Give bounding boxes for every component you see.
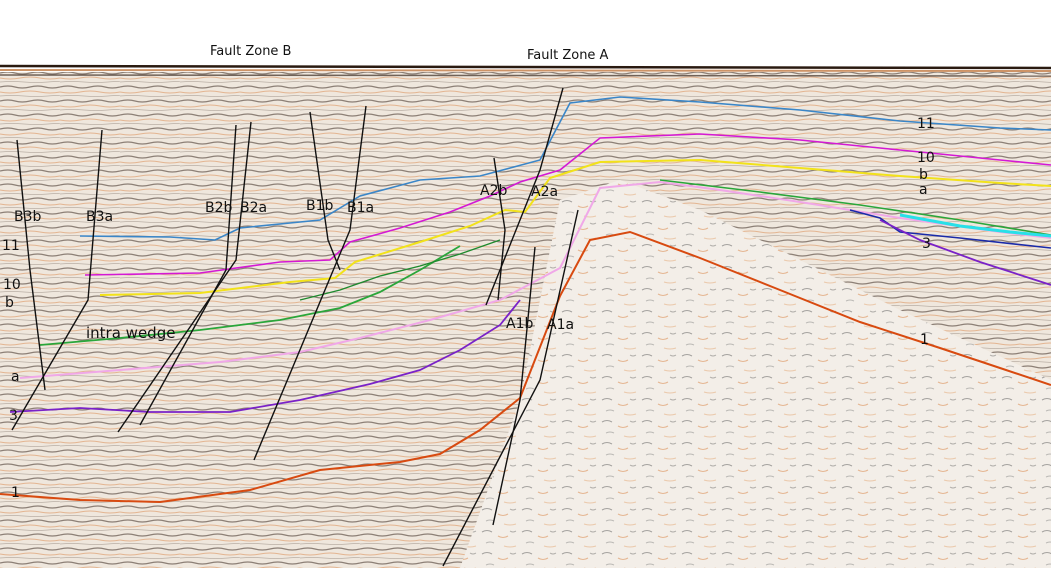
horizon-label-left-a: a <box>11 369 20 385</box>
fault-a1b <box>492 246 536 526</box>
horizon-10 <box>84 133 1051 276</box>
seabed-reflectors <box>0 64 1051 77</box>
horizon-b <box>99 158 1051 296</box>
horizon-label-left-b: b <box>5 295 14 311</box>
horizon-label-right-a: a <box>919 182 928 198</box>
horizon-a <box>19 180 1051 379</box>
intra-wedge-label: intra wedge <box>86 324 175 342</box>
fault-label-a1b: A1b <box>506 316 533 332</box>
fault-label-a1a: A1a <box>547 317 574 333</box>
fault-b2b <box>139 124 237 426</box>
fault-label-b1b: B1b <box>306 198 334 214</box>
fault-label-b1a: B1a <box>347 200 374 216</box>
fault-label-b2b: B2b <box>205 200 233 216</box>
fault-label-b3a: B3a <box>86 209 113 225</box>
horizon-label-right-1: 1 <box>920 332 929 348</box>
horizon-label-right-10: 10 <box>917 150 935 166</box>
horizon-label-left-11: 11 <box>2 238 20 254</box>
fault-label-a2a: A2a <box>531 184 558 200</box>
fault-b1a <box>253 105 367 461</box>
fault-zone-a-title: Fault Zone A <box>527 48 609 63</box>
horizon-a-green-right <box>659 179 1051 236</box>
horizon-cyan-right <box>899 213 1051 238</box>
horizon-label-left-3: 3 <box>9 408 18 424</box>
fault-label-b2a: B2a <box>240 200 267 216</box>
fault-b2a <box>117 121 252 433</box>
fault-label-b3b: B3b <box>14 209 42 225</box>
fault-b3a <box>11 129 103 431</box>
horizon-deep-blue-right <box>849 209 1051 249</box>
fault-zone-b-title: Fault Zone B <box>210 44 291 59</box>
horizon-label-right-b: b <box>919 167 928 183</box>
horizon-intra-wedge-upper <box>299 239 501 301</box>
horizon-11 <box>79 96 1051 241</box>
horizon-label-left-10: 10 <box>3 277 21 293</box>
horizon-intra-wedge <box>39 245 461 346</box>
fault-label-a2b: A2b <box>480 183 507 199</box>
horizon-3-right <box>879 219 1051 286</box>
horizon-3 <box>9 299 521 413</box>
horizon-1 <box>0 230 1051 504</box>
horizon-label-right-11: 11 <box>917 116 935 132</box>
fault-b3b <box>16 139 46 391</box>
horizon-label-left-1: 1 <box>11 485 20 501</box>
horizon-label-right-3: 3 <box>922 236 931 252</box>
fault-a2b <box>493 157 506 301</box>
fault-a2a <box>485 87 564 306</box>
fault-b1b <box>309 111 341 271</box>
faults <box>11 87 579 567</box>
fault-a1a <box>442 209 579 567</box>
